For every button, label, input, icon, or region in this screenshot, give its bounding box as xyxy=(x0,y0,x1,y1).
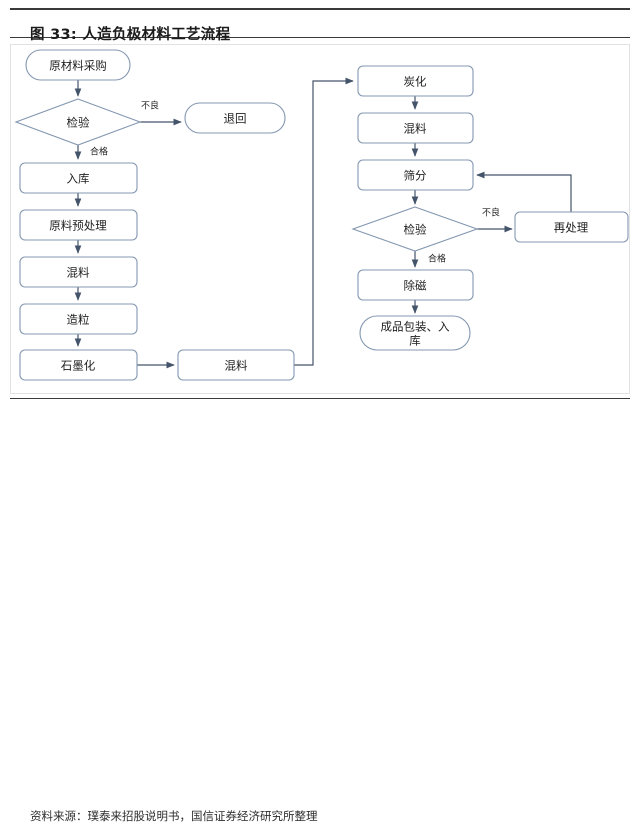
node-raw-material-pretreatment[interactable] xyxy=(19,209,138,241)
node-mixing-3[interactable] xyxy=(357,112,474,144)
node-raw-material-procurement[interactable] xyxy=(25,49,131,81)
figure-title-band: 图 33: 人造负极材料工艺流程 xyxy=(10,8,630,43)
figure-source-band: 资料来源：璞泰来招股说明书，国信证券经济研究所整理 xyxy=(10,398,630,823)
node-label-packaging-line1: 成品包装、入 xyxy=(381,320,450,334)
node-return[interactable] xyxy=(184,102,286,134)
node-label-raw-material-pretreatment: 原料预处理 xyxy=(49,219,107,233)
page-title: 图 33: 人造负极材料工艺流程 xyxy=(30,27,231,43)
node-reprocessing[interactable] xyxy=(514,211,629,243)
node-inspection-right[interactable] xyxy=(351,206,479,252)
node-label-inspection-left: 检验 xyxy=(67,116,90,130)
edge-label-reject-left: 不良 xyxy=(141,100,159,112)
node-label-mixing-1: 混料 xyxy=(67,266,90,280)
node-sieving[interactable] xyxy=(357,159,474,191)
node-granulation[interactable] xyxy=(19,303,138,335)
node-label-inspection-right: 检验 xyxy=(404,223,427,237)
node-label-warehousing: 入库 xyxy=(67,172,90,186)
node-mixing-2[interactable] xyxy=(177,349,295,381)
node-label-mixing-3: 混料 xyxy=(404,122,427,136)
source-note: 资料来源：璞泰来招股说明书，国信证券经济研究所整理 xyxy=(30,809,318,823)
node-carbonization[interactable] xyxy=(357,65,474,97)
node-label-demagnetization: 除磁 xyxy=(404,279,427,293)
node-label-return: 退回 xyxy=(224,112,247,126)
figure-container: 图 33: 人造负极材料工艺流程 原材料采购 检验 xyxy=(10,8,630,823)
node-label-carbonization: 炭化 xyxy=(404,75,427,89)
node-graphitization[interactable] xyxy=(19,349,138,381)
node-label-packaging-line2: 库 xyxy=(409,334,421,348)
node-mixing-1[interactable] xyxy=(19,256,138,288)
node-label-reprocessing: 再处理 xyxy=(554,221,589,235)
node-label-graphitization: 石墨化 xyxy=(61,359,96,373)
node-label-raw-material-procurement: 原材料采购 xyxy=(49,59,107,73)
edge-label-pass-right: 合格 xyxy=(428,253,446,265)
node-inspection-left[interactable] xyxy=(14,98,142,146)
edge-label-pass-left: 合格 xyxy=(90,146,108,158)
node-warehousing[interactable] xyxy=(19,162,138,194)
edge-reprocess-to-sieve xyxy=(476,171,572,212)
node-demagnetization[interactable] xyxy=(357,269,474,301)
node-finished-product-packaging-warehousing[interactable] xyxy=(359,315,471,351)
node-label-granulation: 造粒 xyxy=(67,313,90,327)
edge-mix2-to-carbonize xyxy=(294,77,354,366)
node-label-sieving: 筛分 xyxy=(404,169,427,183)
edge-label-reject-right: 不良 xyxy=(482,207,500,219)
flowchart-canvas: 原材料采购 检验 退回 入库 原料预处理 混料 造粒 石墨化 混料 炭化 混料 … xyxy=(14,49,629,381)
node-label-mixing-2: 混料 xyxy=(225,359,248,373)
